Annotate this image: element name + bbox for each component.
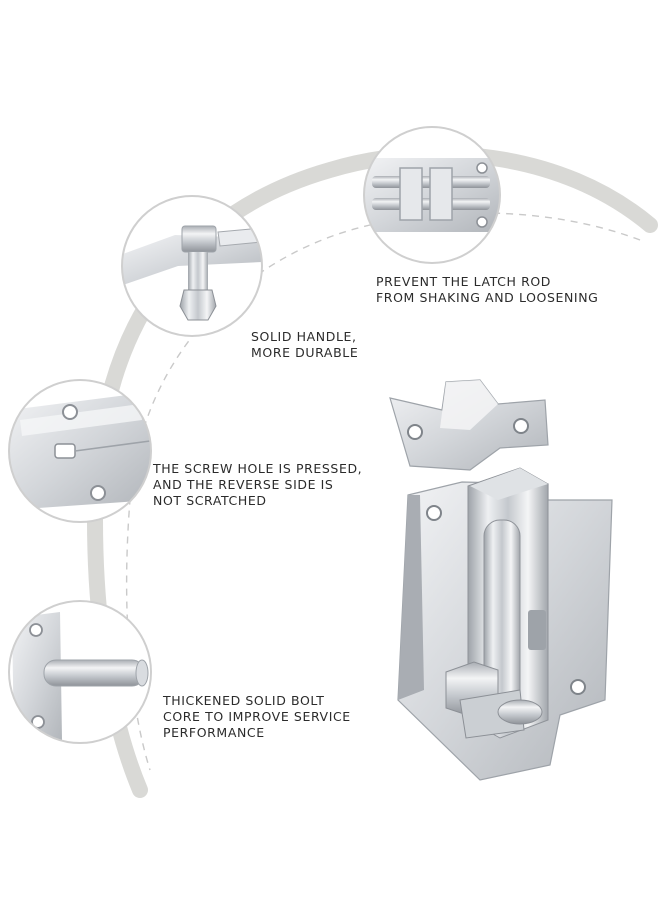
feature-caption-handle: SOLID HANDLE, MORE DURABLE [251, 329, 359, 360]
handle-closeup [121, 195, 263, 337]
bolt-rod [445, 519, 543, 739]
feature-caption-bolt-core: THICKENED SOLID BOLT CORE TO IMPROVE SER… [163, 693, 351, 740]
bolt-core-closeup [8, 600, 152, 744]
barrel-bolt-product [389, 379, 613, 781]
latch-rod-closeup [363, 126, 501, 264]
screw-hole-closeup [8, 379, 152, 523]
feature-caption-screw-hole: THE SCREW HOLE IS PRESSED, AND THE REVER… [153, 461, 363, 508]
feature-caption-latch-rod: PREVENT THE LATCH ROD FROM SHAKING AND L… [376, 274, 599, 305]
keeper-plate [389, 379, 549, 471]
